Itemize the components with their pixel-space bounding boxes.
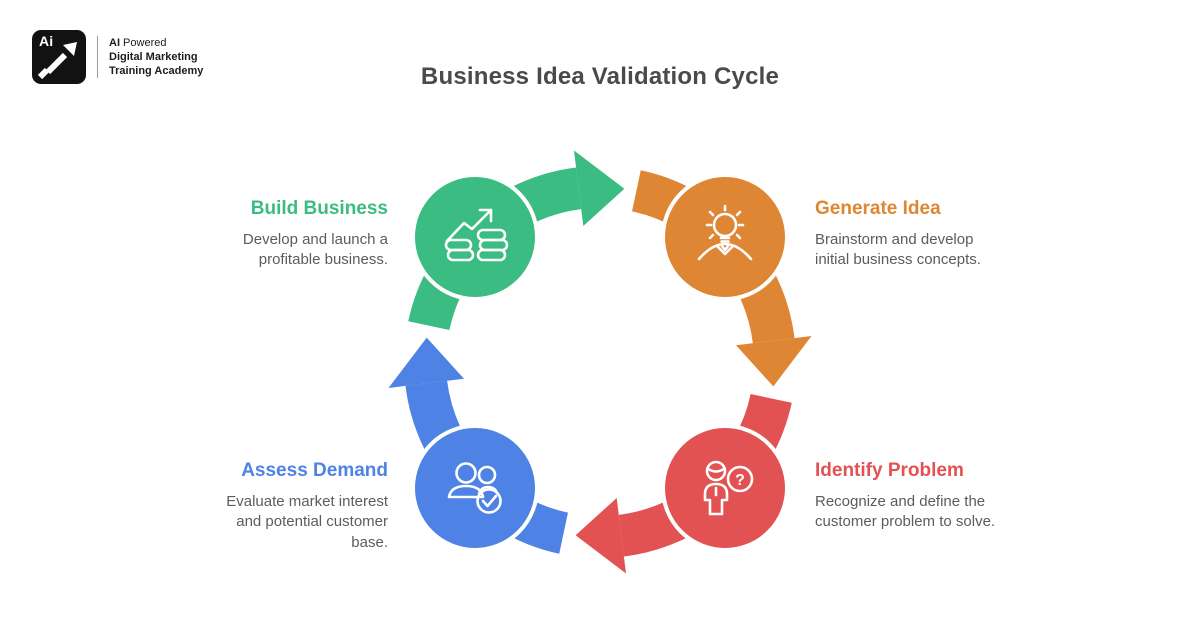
- brand-logo-mark: Ai: [32, 30, 86, 84]
- page-title: Business Idea Validation Cycle: [420, 63, 780, 90]
- logo-divider: [97, 36, 98, 78]
- arrowhead-assess-to-build: [388, 337, 464, 388]
- brand-logo: Ai AI Powered Digital Marketing Training…: [32, 30, 203, 84]
- brand-text: AI Powered Digital Marketing Training Ac…: [109, 36, 203, 79]
- node-build-business: [411, 173, 539, 301]
- label-identify-problem: Identify Problem Recognize and define th…: [815, 460, 1035, 533]
- brand-line-3: Training Academy: [109, 65, 204, 78]
- node-title: Build Business: [250, 198, 388, 219]
- logo-monogram: Ai: [39, 33, 54, 49]
- brand-line-1: AI Powered: [109, 36, 167, 49]
- node-description: Develop and launch a profitable business…: [242, 231, 388, 269]
- node-title: Identify Problem: [815, 460, 964, 481]
- arrowhead-identify-to-assess: [575, 498, 626, 574]
- node-description: Brainstorm and develop initial business …: [815, 231, 981, 269]
- person-question-icon: ?: [703, 460, 754, 516]
- node-description: Evaluate market interest and potential c…: [226, 493, 388, 551]
- node-title: Assess Demand: [241, 460, 388, 481]
- svg-text:?: ?: [735, 472, 745, 489]
- arrowhead-build-to-generate: [574, 150, 625, 226]
- growth-chart-icon: [444, 208, 509, 262]
- node-title: Generate Idea: [815, 198, 941, 219]
- arrowhead-generate-to-identify: [736, 336, 812, 387]
- node-description: Recognize and define the customer proble…: [815, 493, 996, 531]
- label-generate-idea: Generate Idea Brainstorm and develop ini…: [815, 198, 1035, 271]
- idea-person-icon: [697, 204, 753, 261]
- growth-arrow-icon: [37, 42, 77, 80]
- label-build-business: Build Business Develop and launch a prof…: [168, 198, 388, 271]
- team-check-icon: [447, 462, 502, 514]
- brand-line-2: Digital Marketing: [109, 50, 198, 63]
- label-assess-demand: Assess Demand Evaluate market interest a…: [168, 460, 388, 553]
